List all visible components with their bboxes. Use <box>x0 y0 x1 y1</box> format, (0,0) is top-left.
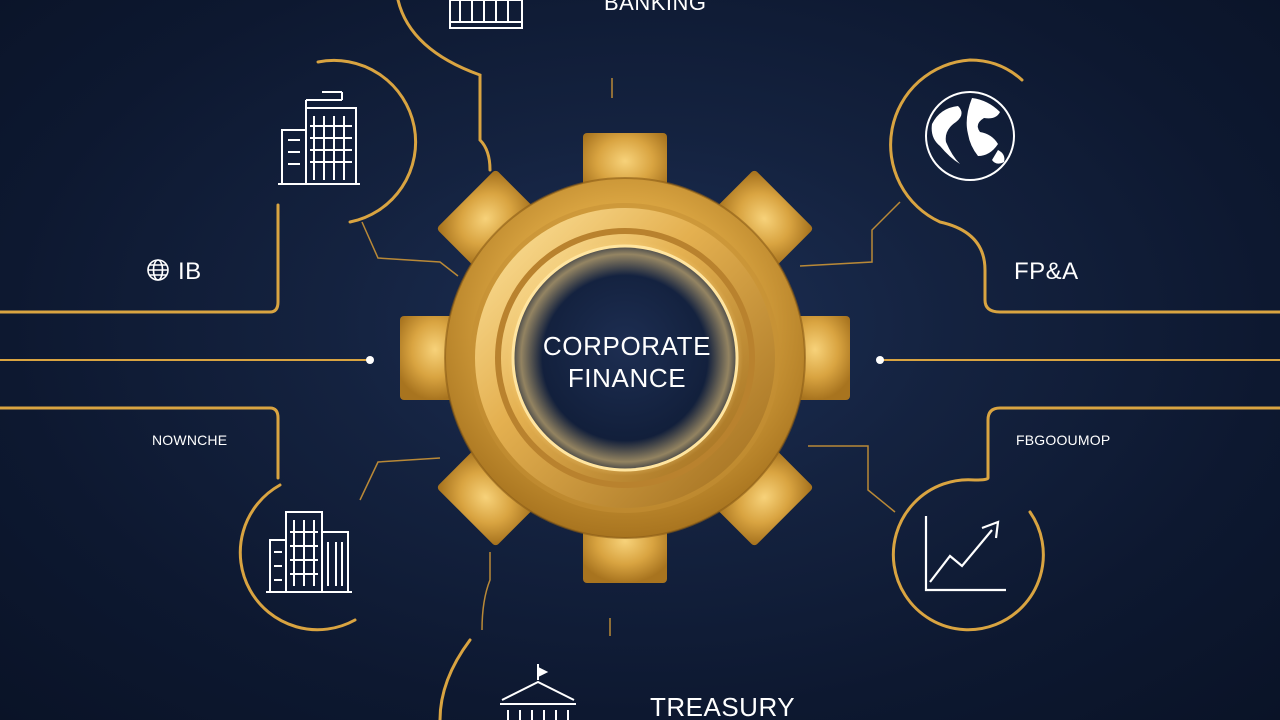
center-title-line2: FINANCE <box>567 363 687 393</box>
globe-icon <box>147 259 169 281</box>
bank-building-icon <box>449 0 523 29</box>
ib-node: IB <box>146 258 202 286</box>
banking-label: BANKING <box>604 0 707 15</box>
city-buildings-icon <box>266 511 352 593</box>
right-lower-label: FBGOOUMOP <box>1016 432 1111 448</box>
center-title-line1: CORPORATE <box>542 331 712 361</box>
growth-chart-icon <box>924 516 1006 592</box>
treasury-building-icon <box>500 664 576 720</box>
office-building-icon <box>278 91 360 185</box>
gear <box>400 133 850 583</box>
ib-icon-spacer <box>146 260 170 284</box>
ib-label: IB <box>178 258 202 285</box>
left-lower-label: NOWNCHE <box>152 432 228 448</box>
treasury-label: TREASURY <box>650 692 796 720</box>
world-map-globe-icon <box>925 91 1015 181</box>
circuit-traces <box>359 78 901 636</box>
fpa-label: FP&A <box>1014 258 1079 285</box>
connector-dots <box>366 356 884 364</box>
center-title: CORPORATE FINANCE <box>490 330 764 394</box>
